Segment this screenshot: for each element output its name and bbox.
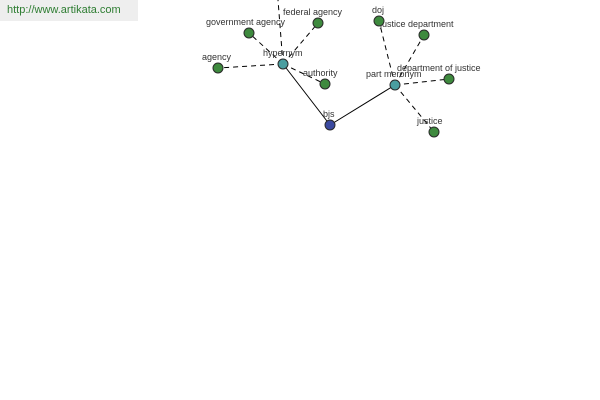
label-center-bjs: bjs <box>323 109 335 119</box>
edge-hypernym-offscreen <box>277 0 284 65</box>
edge-part-meronym-department-of-justice <box>394 78 450 86</box>
label-hypernym: hypernym <box>263 48 303 58</box>
edge-part-meronym-justice-department <box>394 34 425 86</box>
label-agency[interactable]: agency <box>202 52 232 62</box>
graph-labels: government agency federal agency agency … <box>202 5 481 126</box>
node-hypernym[interactable] <box>277 58 289 70</box>
node-justice-department[interactable] <box>418 29 430 41</box>
node-department-of-justice[interactable] <box>443 73 455 85</box>
graph-nodes <box>212 15 455 138</box>
edge-part-meronym-justice <box>394 84 435 133</box>
label-government-agency[interactable]: government agency <box>206 17 286 27</box>
label-justice-department[interactable]: justice department <box>379 19 454 29</box>
label-part-meronym: part meronym <box>366 69 422 79</box>
node-justice[interactable] <box>428 126 440 138</box>
edge-center-part-meronym <box>329 84 396 126</box>
node-federal-agency[interactable] <box>312 17 324 29</box>
label-federal-agency[interactable]: federal agency <box>283 7 343 17</box>
node-part-meronym[interactable] <box>389 79 401 91</box>
label-authority[interactable]: authority <box>303 68 338 78</box>
label-department-of-justice[interactable]: department of justice <box>397 63 481 73</box>
edge-hypernym-authority <box>282 63 326 85</box>
label-justice[interactable]: justice <box>416 116 443 126</box>
node-authority[interactable] <box>319 78 331 90</box>
edge-part-meronym-doj <box>378 20 396 86</box>
site-url[interactable]: http://www.artikata.com <box>0 0 138 21</box>
node-agency[interactable] <box>212 62 224 74</box>
label-doj[interactable]: doj <box>372 5 384 15</box>
edge-hypernym-government-agency <box>248 32 284 65</box>
node-center-bjs[interactable] <box>324 119 336 131</box>
graph-edges <box>217 0 450 133</box>
node-government-agency[interactable] <box>243 27 255 39</box>
edge-center-hypernym <box>282 63 331 126</box>
edge-hypernym-agency <box>217 63 284 69</box>
node-doj[interactable] <box>373 15 385 27</box>
